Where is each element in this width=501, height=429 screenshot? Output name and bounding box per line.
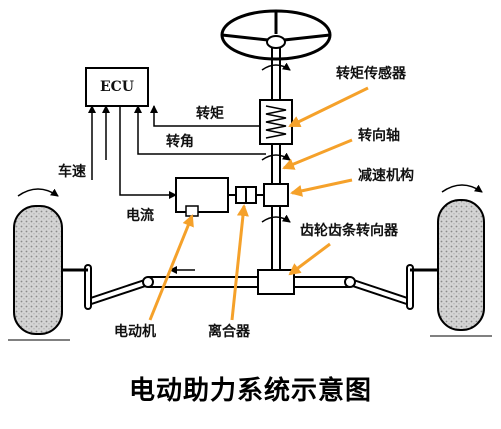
clutch-label: 离合器: [208, 324, 250, 340]
reduction-mechanism: [263, 183, 289, 207]
torque-sensor-label: 转矩传感器: [336, 66, 406, 82]
steering-wheel: [220, 9, 332, 61]
steering-shaft: [261, 48, 291, 272]
callout-arrows: [148, 86, 369, 321]
rack-pinion-steering-label: 齿轮齿条转向器: [300, 223, 398, 239]
torque-signal-label: 转矩: [196, 106, 224, 122]
ecu-label: ECU: [99, 79, 135, 95]
rack-and-tie-rods: [62, 264, 438, 310]
electric-motor: [175, 177, 236, 217]
ecu-box: [85, 67, 149, 107]
clutch: [235, 186, 264, 204]
electric-motor-label: 电动机: [114, 324, 156, 340]
current-signal-label: 电流: [126, 208, 154, 224]
right-tire: [430, 184, 492, 337]
signal-wires: [88, 105, 266, 199]
left-tire: [8, 188, 70, 341]
reduction-mechanism-label: 减速机构: [358, 168, 414, 184]
vehicle-speed-signal-label: 车速: [58, 164, 86, 180]
steering-shaft-label: 转向轴: [358, 128, 400, 144]
torque-sensor: [259, 99, 293, 145]
steering-angle-signal-label: 转角: [166, 134, 194, 150]
diagram-title: 电动助力系统示意图: [128, 376, 372, 406]
